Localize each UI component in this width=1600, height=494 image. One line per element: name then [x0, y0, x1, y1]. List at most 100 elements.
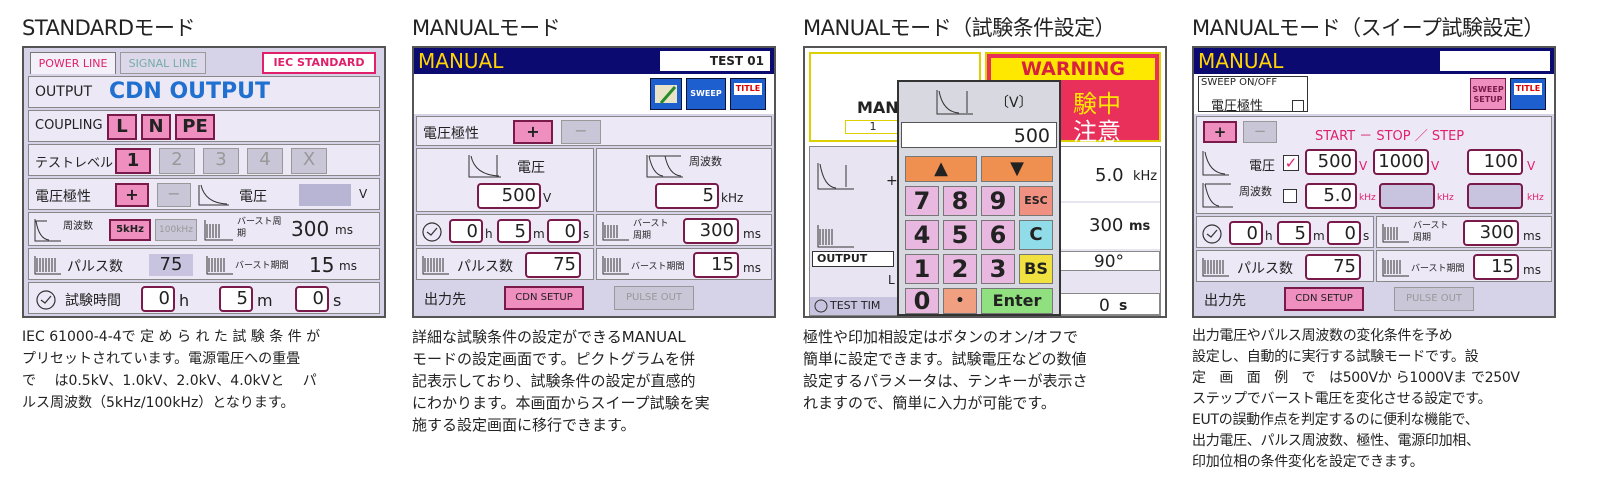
polarity-plus-button[interactable]: + — [115, 183, 149, 207]
coupling-n-button[interactable]: N — [141, 114, 171, 140]
freq-5khz-button[interactable]: 5kHz — [109, 219, 151, 241]
polarity-plus-button[interactable]: + — [513, 120, 553, 144]
key-5[interactable]: 5 — [943, 220, 977, 250]
freq-100khz-button[interactable]: 100kHz — [155, 219, 197, 241]
test-level-3-button[interactable]: 3 — [203, 148, 239, 174]
time-seconds-input[interactable]: 0 — [1327, 221, 1361, 245]
voltage-start-input[interactable]: 500 — [1305, 149, 1357, 175]
sweep-button[interactable]: SWEEP — [686, 78, 726, 110]
tab-signal-line[interactable]: SIGNAL LINE — [120, 52, 206, 74]
test-level-4-button[interactable]: 4 — [247, 148, 283, 174]
frequency-display[interactable]: 5.0 kHz — [1058, 147, 1160, 201]
voltage-step-input[interactable]: 100 — [1467, 149, 1523, 175]
key-6[interactable]: 6 — [981, 220, 1015, 250]
key-decimal[interactable]: • — [943, 288, 977, 314]
save-icon[interactable] — [650, 78, 682, 110]
burst-period-input[interactable]: 300 — [1463, 220, 1519, 246]
key-7[interactable]: 7 — [905, 186, 939, 216]
voltage-sweep-checkbox[interactable]: ✓ — [1283, 154, 1299, 172]
pulse-out-button[interactable]: PULSE OUT — [614, 286, 694, 310]
hours-unit: h — [485, 227, 493, 241]
test-level-2-button[interactable]: 2 — [159, 148, 195, 174]
pulse-count-input[interactable]: 75 — [1305, 254, 1361, 280]
test-level-1-button[interactable]: 1 — [115, 148, 151, 174]
time-hours-input[interactable]: 0 — [449, 219, 483, 243]
key-2[interactable]: 2 — [943, 254, 977, 284]
burst-display[interactable]: 300 ms — [1058, 203, 1160, 249]
frequency-start-input[interactable]: 5.0 — [1305, 183, 1357, 209]
pulse-count-input[interactable]: 75 — [525, 252, 581, 278]
iec-standard-badge[interactable]: IEC STANDARD — [262, 52, 376, 74]
seconds-unit: s — [1363, 229, 1370, 243]
polarity-label: 電圧極性 — [1211, 99, 1264, 114]
key-8[interactable]: 8 — [943, 186, 977, 216]
key-backspace[interactable]: BS — [1019, 254, 1053, 284]
key-4[interactable]: 4 — [905, 220, 939, 250]
burst-duration-label: バースト期間 — [631, 262, 685, 272]
keypad-down-button[interactable]: ▼ — [981, 156, 1053, 182]
phase-display[interactable]: 90° — [1058, 251, 1160, 272]
sweep-setup-button[interactable]: SWEEP SETUP — [1470, 78, 1506, 110]
frequency-unit: kHz — [721, 191, 744, 205]
time-minutes-input[interactable]: 5 — [497, 219, 531, 243]
timer-icon — [814, 299, 828, 313]
key-esc[interactable]: ESC — [1019, 186, 1053, 216]
voltage-input[interactable]: 500 — [477, 183, 541, 209]
cdn-setup-button[interactable]: CDN SETUP — [504, 286, 584, 310]
keypad-up-button[interactable]: ▲ — [905, 156, 977, 182]
frequency-step-input[interactable] — [1467, 183, 1523, 209]
frequency-sweep-checkbox[interactable] — [1283, 189, 1297, 203]
key-0[interactable]: 0 — [905, 288, 939, 314]
burst-duration-value[interactable]: 15 — [309, 253, 335, 277]
burst-duration-input[interactable]: 15 — [1473, 254, 1519, 280]
polarity-sweep-checkbox[interactable] — [1292, 100, 1304, 112]
sweep-onoff-box: SWEEP ON/OFF 電圧極性 — [1198, 76, 1308, 114]
polarity-minus-button[interactable]: − — [157, 183, 191, 207]
keypad-input[interactable]: 500 — [901, 122, 1057, 148]
time-cell: 0 h 5 m 0 s — [416, 214, 594, 246]
polarity-minus-button[interactable]: − — [561, 120, 601, 144]
time-value: 0 — [1099, 296, 1110, 316]
standard-screen: POWER LINE SIGNAL LINE IEC STANDARD OUTP… — [22, 46, 386, 318]
polarity-minus-button[interactable]: − — [1243, 121, 1277, 143]
frequency-stop-input[interactable] — [1379, 183, 1435, 209]
frequency-input[interactable]: 5 — [655, 183, 719, 209]
time-display[interactable]: 0 s — [1058, 293, 1160, 316]
pulse-count-value[interactable]: 75 — [149, 254, 193, 276]
test-name-field[interactable]: TEST 01 — [660, 51, 770, 71]
burst-duration-unit: ms — [339, 259, 357, 273]
test-level-x-button[interactable]: X — [291, 148, 327, 174]
cdn-setup-button[interactable]: CDN SETUP — [1284, 287, 1364, 311]
coupling-l-button[interactable]: L — [107, 114, 137, 140]
test-time-seconds[interactable]: 0 — [295, 286, 329, 312]
coupling-pe-button[interactable]: PE — [175, 114, 215, 140]
seconds-unit: s — [583, 227, 590, 241]
time-seconds-input[interactable]: 0 — [547, 219, 581, 243]
pulse-out-button[interactable]: PULSE OUT — [1394, 287, 1474, 311]
test-name-field[interactable] — [1440, 51, 1550, 71]
tab-power-line[interactable]: POWER LINE — [30, 52, 116, 74]
time-minutes-input[interactable]: 5 — [1277, 221, 1311, 245]
key-1[interactable]: 1 — [905, 254, 939, 284]
voltage-cell: 電圧 500 V — [416, 148, 594, 212]
title-button[interactable]: TITLE — [1510, 78, 1546, 110]
time-hours-input[interactable]: 0 — [1229, 221, 1263, 245]
coupling-label: COUPLING — [35, 118, 103, 133]
burst-period-value[interactable]: 300 — [291, 217, 330, 241]
destination-row: 出力先 CDN SETUP PULSE OUT — [416, 282, 772, 314]
title-button[interactable]: TITLE — [730, 78, 766, 110]
key-clear[interactable]: C — [1019, 220, 1053, 250]
key-enter[interactable]: Enter — [981, 288, 1053, 314]
key-9[interactable]: 9 — [981, 186, 1015, 216]
voltage-stop-input[interactable]: 1000 — [1373, 149, 1429, 175]
key-3[interactable]: 3 — [981, 254, 1015, 284]
burst-duration-input[interactable]: 15 — [693, 252, 739, 278]
polarity-plus-button[interactable]: + — [1203, 121, 1237, 143]
voltage-value-box[interactable] — [299, 184, 351, 206]
sweep-screen: MANUAL SWEEP ON/OFF 電圧極性 SWEEP SETUP TIT… — [1192, 46, 1556, 318]
burst-period-icon — [1382, 224, 1409, 243]
test-time-hours[interactable]: 0 — [141, 286, 175, 312]
test-time-minutes[interactable]: 5 — [219, 286, 253, 312]
burst-duration-cell: バースト期間 15 ms — [1376, 250, 1552, 282]
burst-period-input[interactable]: 300 — [683, 218, 739, 244]
